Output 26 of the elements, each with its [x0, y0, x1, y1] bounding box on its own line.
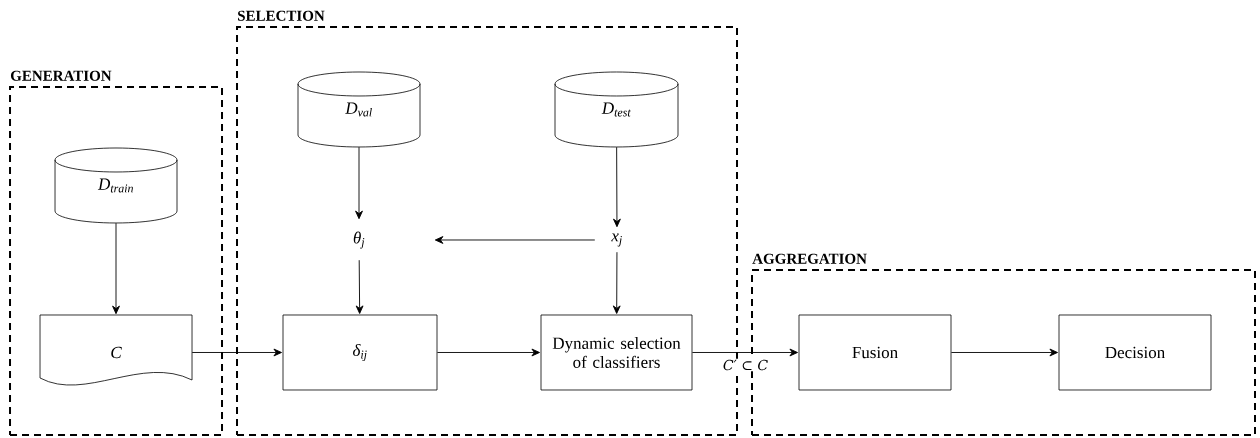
arrow [613, 146, 621, 228]
arrow [434, 236, 596, 244]
edge-label: C′ ⊂ C [721, 358, 770, 372]
process-box: δ$_{ij}$ [282, 314, 438, 391]
section-title: SELECTION [238, 10, 325, 21]
variable-label: θ$_{j}$ [353, 231, 365, 249]
node-label: D$_{test}$ [601, 102, 631, 117]
process-box: Decision [1058, 314, 1212, 391]
process-box: Dynamic selection of classifiers [540, 314, 693, 391]
arrow [355, 259, 364, 314]
arrow [112, 222, 120, 315]
arrow [436, 348, 540, 357]
arrow [612, 251, 621, 314]
section-title: GENERATION [10, 70, 112, 81]
database-cylinder: D$_{train}$ [54, 147, 178, 224]
database-cylinder: D$_{val}$ [297, 71, 421, 148]
arrow [355, 146, 363, 220]
section-title: AGGREGATION [752, 253, 867, 264]
arrow [950, 348, 1058, 357]
arrow [691, 348, 798, 357]
node-label: D$_{val}$ [345, 102, 372, 117]
database-cylinder: D$_{test}$ [554, 71, 679, 148]
variable-label: x$_{j}$ [611, 233, 622, 247]
node-label: D$_{train}$ [97, 178, 133, 193]
arrow [191, 348, 282, 357]
process-box: Fusion [798, 314, 952, 391]
